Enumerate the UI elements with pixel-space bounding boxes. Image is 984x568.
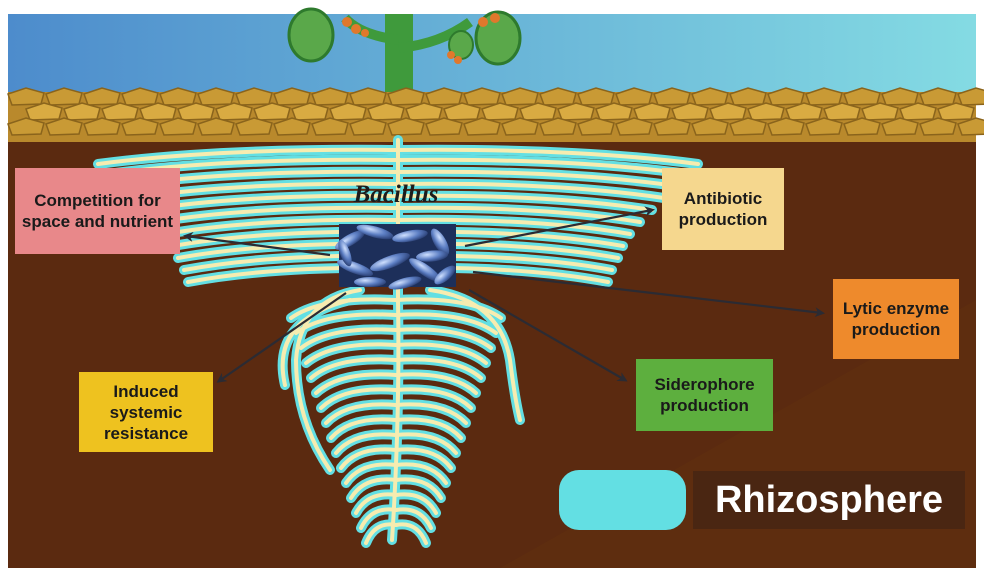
rhizosphere-legend-label: Rhizosphere — [715, 479, 943, 522]
siderophore-label: Siderophore production — [642, 374, 767, 416]
antibiotic-label: Antibiotic production — [668, 188, 778, 230]
bacteria-micrograph — [333, 222, 459, 292]
antibiotic-box: Antibiotic production — [662, 168, 784, 250]
siderophore-box: Siderophore production — [636, 359, 773, 431]
soil-crust — [8, 88, 984, 142]
lytic-box: Lytic enzyme production — [833, 279, 959, 359]
bacillus-label: Bacillus — [333, 181, 459, 209]
lytic-label: Lytic enzyme production — [839, 298, 953, 340]
isr-box: Induced systemic resistance — [79, 372, 213, 452]
isr-label: Induced systemic resistance — [85, 381, 207, 444]
rhizosphere-legend-swatch — [559, 470, 686, 530]
competition-label: Competition for space and nutrient — [21, 190, 174, 232]
rhizosphere-legend: Rhizosphere — [693, 471, 965, 529]
competition-box: Competition for space and nutrient — [15, 168, 180, 254]
